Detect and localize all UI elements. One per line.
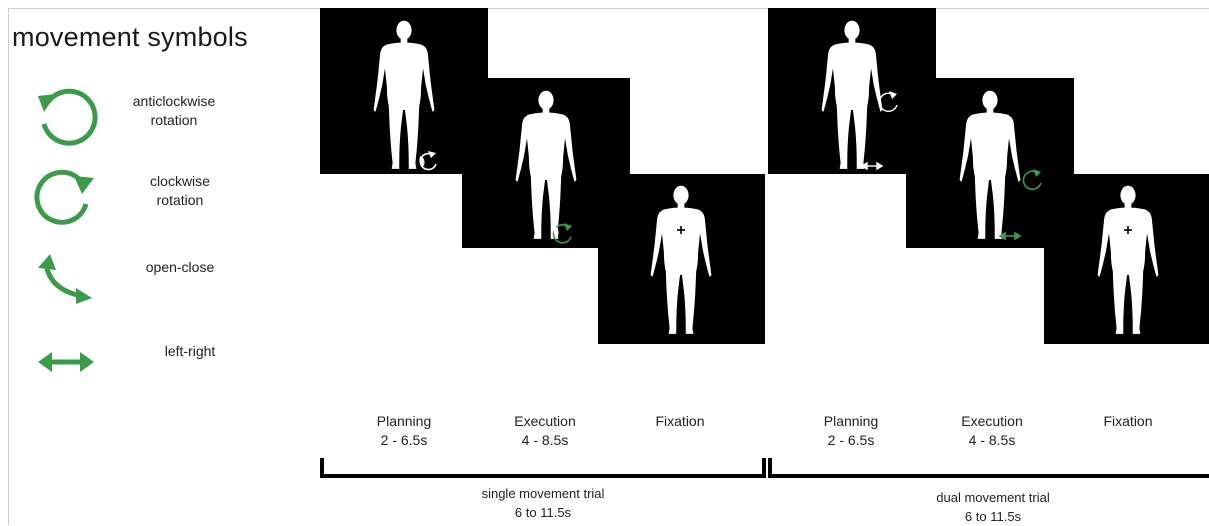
- human-figure: [822, 21, 883, 169]
- phase-label: Fixation: [620, 412, 740, 431]
- human-figure: [516, 91, 577, 239]
- human-figure: [960, 91, 1021, 239]
- screen-trial2-fixation: [1044, 174, 1209, 344]
- trial-bracket-single: [320, 456, 766, 478]
- phase-name: Planning: [344, 412, 464, 431]
- legend-label-open-close: open-close: [124, 258, 236, 277]
- clockwise-green-cue-icon: [1023, 169, 1041, 189]
- human-figure: [651, 186, 712, 334]
- open-close-arrow-icon: [36, 254, 96, 306]
- phase-name: Fixation: [1068, 412, 1188, 431]
- clockwise-arrow-icon: [34, 164, 100, 228]
- legend-title: movement symbols: [12, 22, 248, 53]
- phase-name: Planning: [791, 412, 911, 431]
- phase-name: Fixation: [620, 412, 740, 431]
- left-border: [8, 8, 9, 525]
- phase-name: Execution: [932, 412, 1052, 431]
- left-right-green-cue-icon: [1000, 233, 1020, 239]
- phase-label: Execution 4 - 8.5s: [932, 412, 1052, 450]
- legend-label-anticlockwise: anticlockwise rotation: [118, 92, 230, 130]
- phase-label: Fixation: [1068, 412, 1188, 431]
- phase-label: Planning 2 - 6.5s: [344, 412, 464, 450]
- trial-label-single: single movement trial 6 to 11.5s: [393, 484, 693, 522]
- phase-duration: 2 - 6.5s: [344, 431, 464, 450]
- phase-duration: 4 - 8.5s: [485, 431, 605, 450]
- anticlockwise-arrow-icon: [34, 84, 100, 146]
- phase-name: Execution: [485, 412, 605, 431]
- left-right-cue-icon: [862, 163, 882, 169]
- legend-label-left-right: left-right: [134, 342, 246, 361]
- trial-bracket-dual: [768, 456, 1209, 478]
- phase-label: Planning 2 - 6.5s: [791, 412, 911, 450]
- human-figure: [374, 21, 435, 169]
- screen-trial1-fixation: [598, 174, 765, 344]
- phase-duration: 4 - 8.5s: [932, 431, 1052, 450]
- top-border: [8, 8, 1209, 9]
- trial-label-dual: dual movement trial 6 to 11.5s: [843, 488, 1143, 526]
- human-figure: [1098, 186, 1159, 334]
- left-right-arrow-icon: [36, 350, 96, 374]
- phase-duration: 2 - 6.5s: [791, 431, 911, 450]
- legend-label-clockwise: clockwise rotation: [124, 172, 236, 210]
- phase-label: Execution 4 - 8.5s: [485, 412, 605, 450]
- clockwise-cue-icon: [879, 91, 897, 111]
